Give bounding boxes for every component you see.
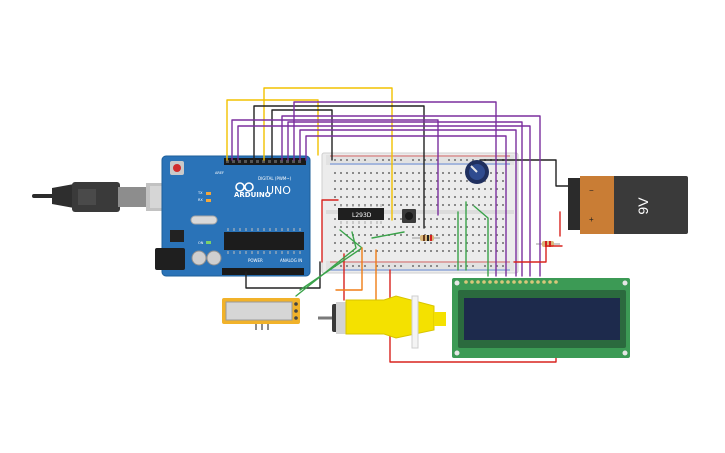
rx-label: RX	[198, 198, 203, 202]
power-jack[interactable]	[155, 248, 185, 270]
arduino-logo-icon	[235, 182, 254, 192]
battery-plus-label: +	[589, 215, 594, 224]
lcd-screen	[464, 298, 620, 340]
push-button[interactable]	[402, 209, 416, 223]
battery-9v[interactable]: 9V − +	[568, 176, 688, 234]
breadboard-holes	[334, 159, 504, 267]
wire-purple-6	[299, 129, 517, 277]
wire-purple-2	[237, 125, 531, 277]
arduino-uno[interactable]: ARDUINO UNO DIGITAL (PWM~) POWER ANALOG …	[155, 155, 311, 277]
wire-purple-4	[287, 121, 523, 277]
wire-green-6	[473, 205, 489, 277]
lcd-16x2[interactable]	[452, 278, 630, 358]
tilt-sensor-module[interactable]	[222, 298, 300, 330]
crystal	[190, 215, 218, 225]
digital-label: DIGITAL (PWM~)	[258, 176, 292, 181]
aref-label: AREF	[215, 171, 224, 175]
battery-minus-label: −	[589, 186, 594, 195]
power-label: POWER	[248, 258, 263, 263]
arduino-model: UNO	[266, 184, 291, 197]
arduino-brand: ARDUINO	[234, 191, 271, 199]
wire-black-2	[271, 109, 333, 161]
wire-yellow-1	[226, 99, 319, 161]
analog-label: ANALOG IN	[280, 258, 302, 263]
wire-purple-1	[231, 119, 439, 216]
battery-label: 9V	[635, 197, 651, 215]
wire-orange-1	[335, 247, 363, 291]
wire-black-1	[253, 105, 425, 229]
breadboard[interactable]	[321, 152, 519, 274]
dc-gear-motor[interactable]	[318, 295, 446, 349]
wire-black-gnd	[245, 261, 321, 289]
lcd-pins[interactable]	[464, 280, 558, 284]
tx-label: TX	[197, 191, 203, 195]
wire-green-2	[295, 231, 357, 297]
wire-purple-3	[281, 115, 541, 277]
on-label: ON	[198, 241, 204, 245]
wire-black-3	[479, 159, 569, 187]
power-analog-header[interactable]	[222, 268, 304, 275]
potentiometer[interactable]	[465, 160, 489, 184]
wire-red-1	[321, 199, 339, 263]
wire-red-2	[513, 245, 563, 263]
wire-purple-7	[305, 135, 507, 277]
usb-cable[interactable]	[32, 182, 176, 212]
atmega-chip	[224, 232, 304, 250]
motor-driver-ic[interactable]: L293D	[338, 204, 384, 224]
wire-yellow-2	[263, 87, 393, 221]
ic-label: L293D	[352, 212, 372, 219]
wire-green-3	[371, 231, 405, 239]
resistor	[412, 235, 440, 241]
wire-purple-5	[293, 101, 497, 277]
